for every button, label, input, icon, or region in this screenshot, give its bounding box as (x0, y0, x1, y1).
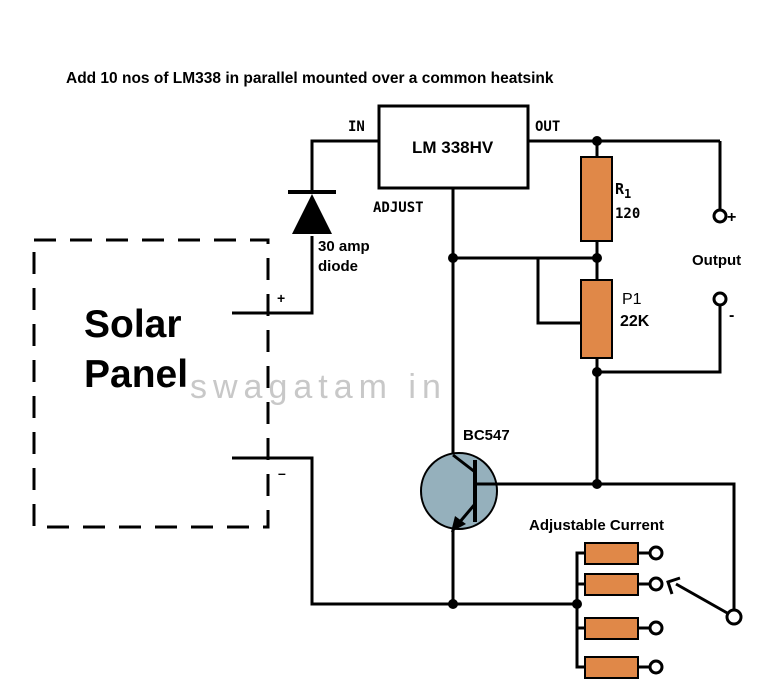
bank-contact-1 (648, 545, 664, 561)
bank-resistor-3 (584, 617, 639, 640)
solar-panel-label-1: Solar (84, 303, 182, 346)
wire-ground (232, 456, 577, 606)
diode-label-2: diode (318, 258, 358, 275)
transistor-bc547: BC547 (420, 427, 510, 532)
bank-resistor-4 (584, 656, 639, 679)
regulator-name: LM 338HV (412, 138, 494, 157)
regulator-pin-out: OUT (535, 119, 560, 135)
wires (232, 139, 736, 669)
r1-value: 120 (615, 206, 640, 222)
watermark: swagatam in (190, 368, 447, 406)
transistor-body (420, 452, 498, 530)
diode-triangle (292, 194, 332, 234)
wire-p1-wiper (536, 258, 582, 325)
diode: 30 amp diode (288, 190, 370, 275)
p1-body (580, 279, 613, 359)
wire-output-minus (597, 306, 722, 374)
wire-in (310, 139, 379, 190)
switch-arm (675, 582, 730, 616)
junction-out (592, 136, 602, 146)
output-plus-sign: + (727, 209, 736, 226)
wire-diode-panel (232, 236, 314, 315)
potentiometer-p1: P1 22K (580, 279, 650, 359)
junction-p1-output (592, 367, 602, 377)
adjustable-current-label: Adjustable Current (529, 517, 664, 534)
output-label: Output (692, 252, 741, 269)
lm338-regulator: LM 338HV IN OUT ADJUST (348, 104, 560, 216)
output-minus-sign: - (729, 307, 734, 324)
bank-contact-4 (648, 659, 664, 675)
solar-panel-minus: – (278, 465, 286, 481)
solar-panel-plus: + (277, 290, 285, 306)
solar-panel-label-2: Panel (84, 353, 188, 396)
regulator-pin-in: IN (348, 119, 365, 135)
transistor-label: BC547 (463, 427, 510, 444)
junction-adjust (448, 253, 458, 263)
junction-base (592, 479, 602, 489)
resistor-r1: R1 120 (580, 156, 640, 242)
transistor-collector-lead (452, 453, 476, 474)
r1-body (580, 156, 613, 242)
solar-panel-outline (32, 238, 270, 529)
junction-ground-emitter (448, 599, 458, 609)
transistor-emitter-arrow (451, 516, 466, 532)
junctions (448, 136, 602, 609)
adjustable-current-bank: Adjustable Current (529, 517, 743, 679)
r1-name: R1 (615, 180, 631, 201)
switch-arrow-head (666, 576, 681, 595)
output-terminals: + Output - (692, 208, 741, 324)
bank-contact-3 (648, 620, 664, 636)
bank-resistor-1 (584, 542, 639, 565)
bank-resistor-2 (584, 573, 639, 596)
r1-name-subscript: 1 (624, 187, 631, 201)
output-plus-terminal (712, 208, 728, 224)
switch-pivot (725, 608, 743, 626)
junction-bank (572, 599, 582, 609)
solar-panel: Solar Panel + – (32, 238, 286, 529)
p1-value: 22K (620, 313, 650, 330)
diode-label-1: 30 amp (318, 238, 370, 255)
bank-contact-2 (648, 576, 664, 592)
r1-name-letter: R (615, 180, 625, 198)
output-minus-terminal (712, 291, 728, 307)
regulator-body (377, 104, 530, 190)
diagram-title: Add 10 nos of LM338 in parallel mounted … (66, 70, 554, 87)
wire-base-switch (496, 482, 736, 610)
wire-bank-bus (575, 551, 585, 669)
junction-r1-p1 (592, 253, 602, 263)
regulator-pin-adjust: ADJUST (373, 200, 424, 216)
p1-name: P1 (622, 291, 642, 308)
